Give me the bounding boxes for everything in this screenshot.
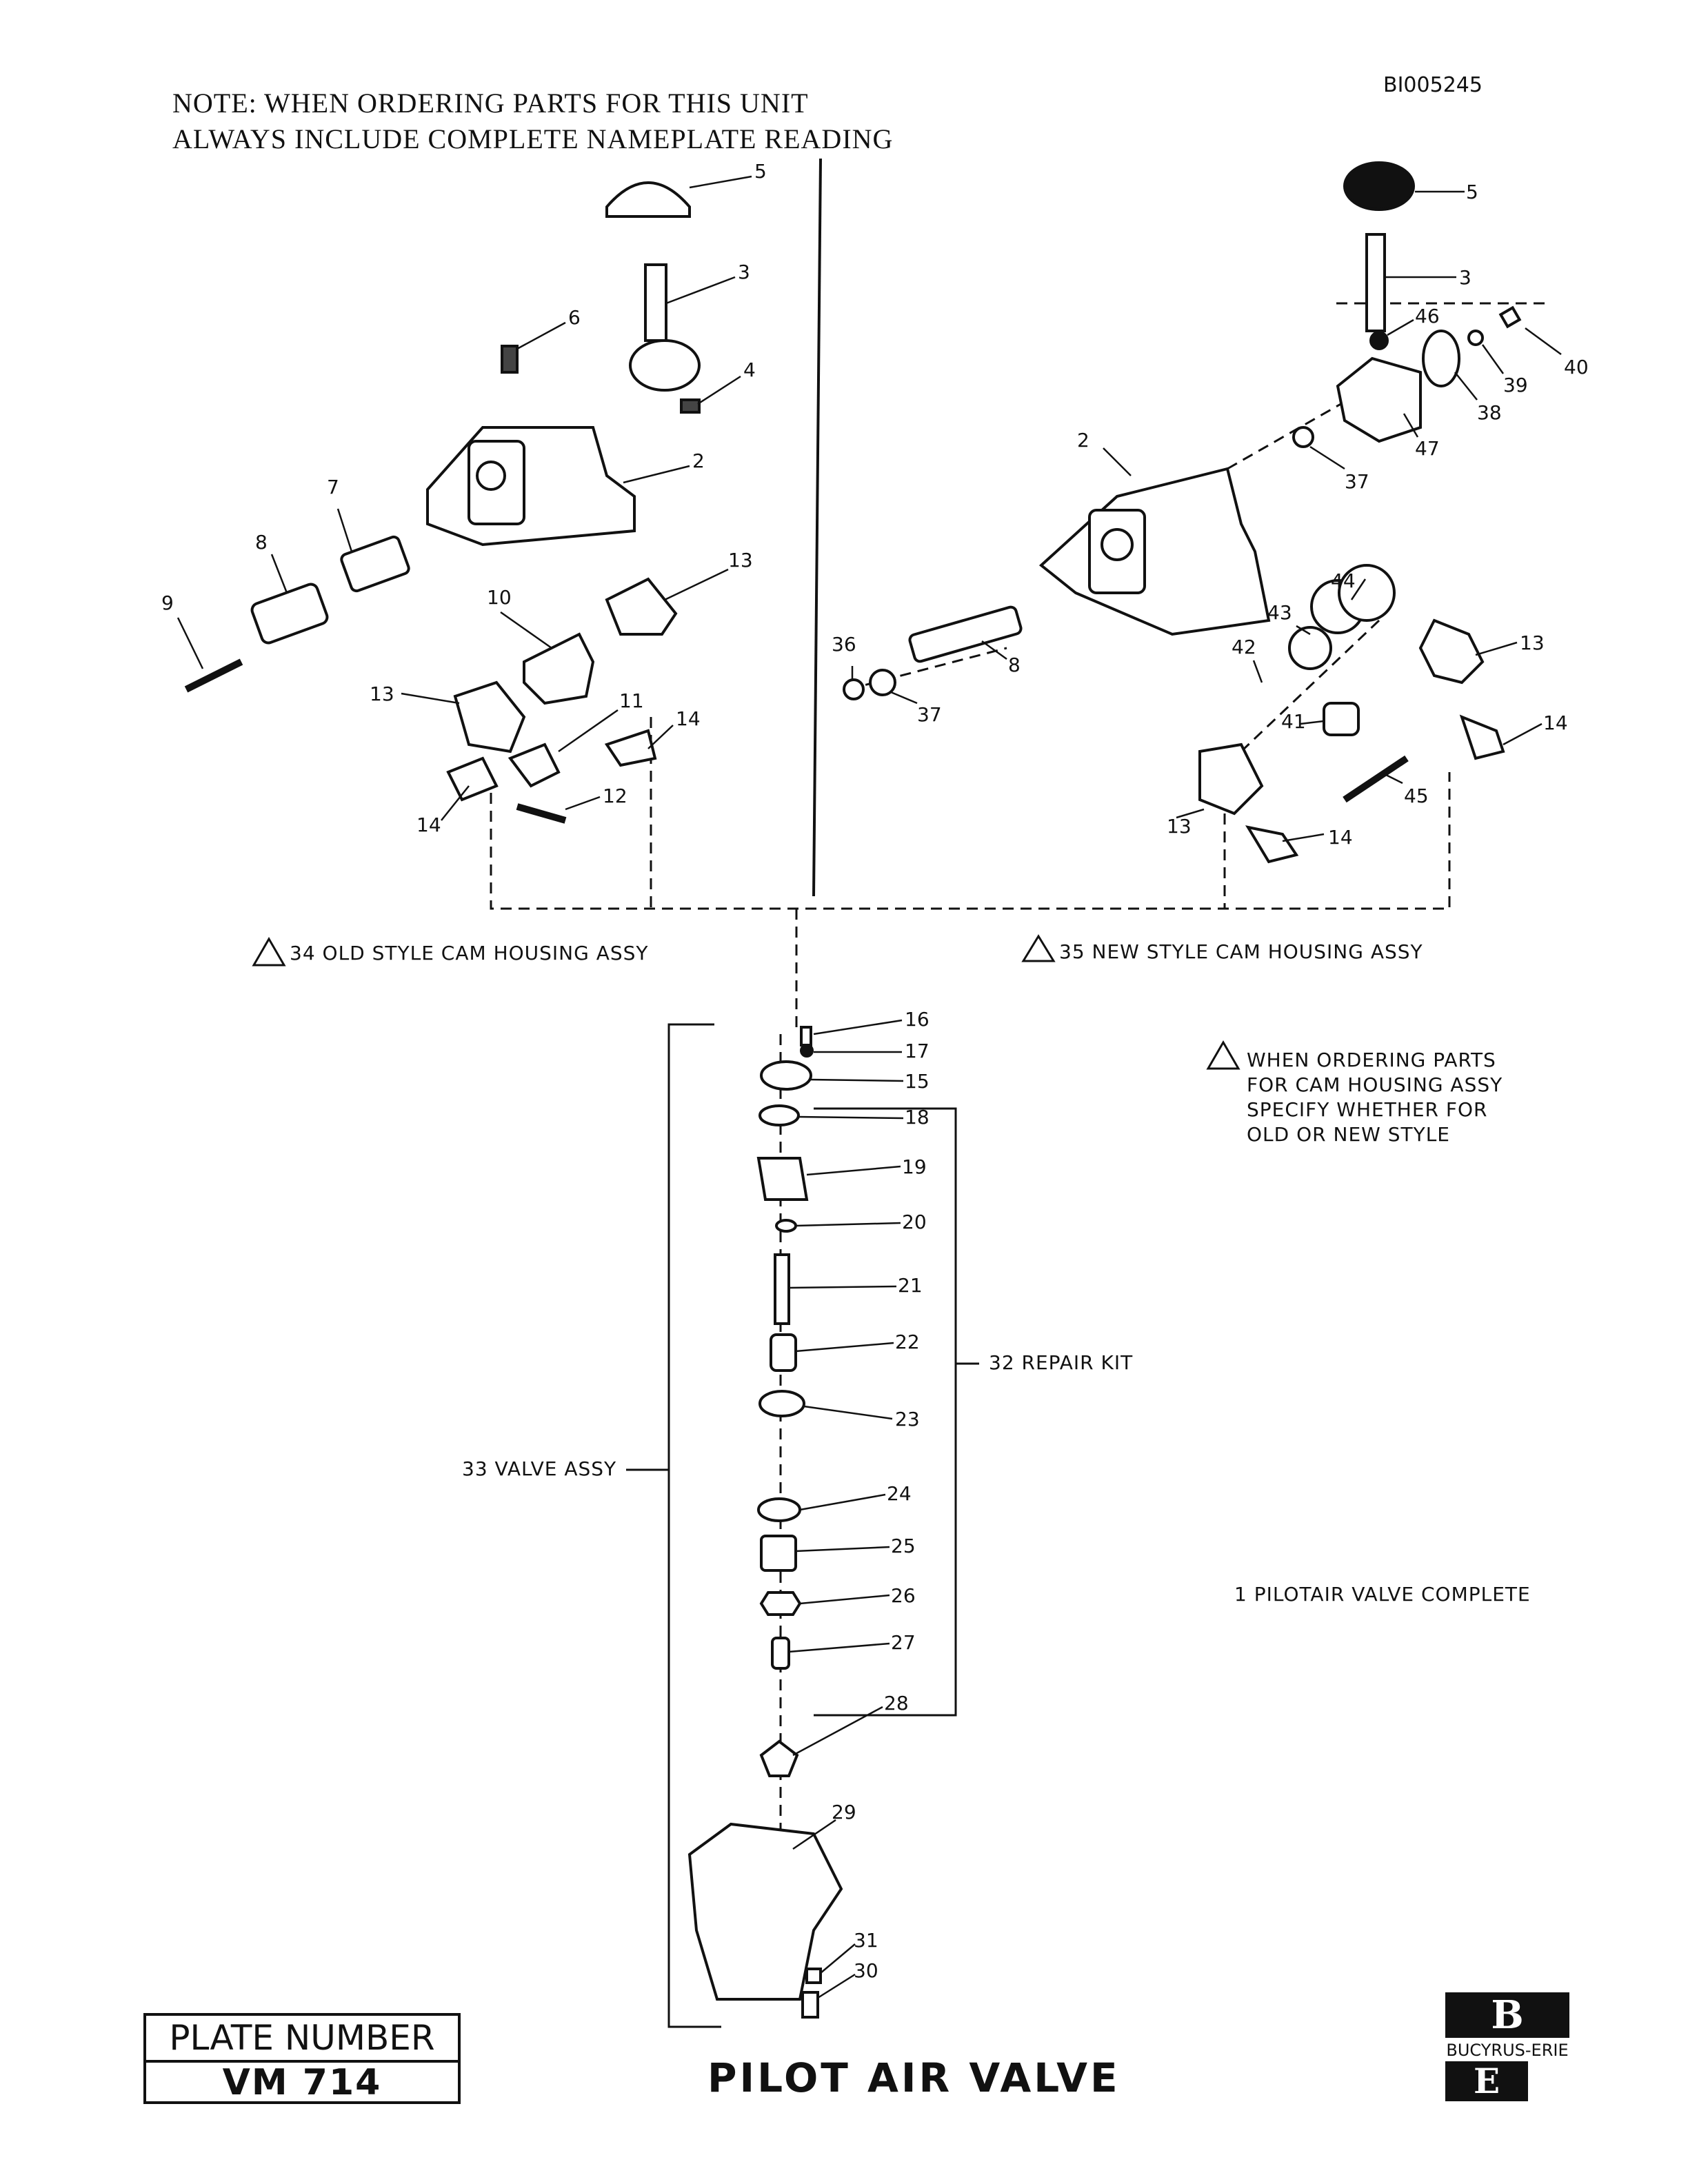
part-number-left-13: 13 <box>370 682 394 705</box>
part-number-left-5: 5 <box>754 160 767 183</box>
logo-letter-e: E <box>1445 2061 1528 2101</box>
part-number-right-39: 39 <box>1503 374 1528 396</box>
part-number-valve-15: 15 <box>905 1070 930 1093</box>
part-number-left-3: 3 <box>738 261 750 283</box>
part-number-valve-17: 17 <box>905 1040 930 1062</box>
page-title: PILOT AIR VALVE <box>707 2054 1121 2101</box>
part-number-right-14: 14 <box>1328 826 1353 849</box>
part-number-left-7: 7 <box>327 476 339 498</box>
part-number-right-13: 13 <box>1167 815 1192 838</box>
part-number-right-41: 41 <box>1281 710 1306 733</box>
part-number-valve-28: 28 <box>884 1692 909 1715</box>
part-number-valve-20: 20 <box>902 1211 927 1233</box>
repair-kit-label: 32 REPAIR KIT <box>989 1351 1134 1374</box>
part-number-right-13: 13 <box>1520 631 1545 654</box>
part-number-left-13: 13 <box>728 549 753 572</box>
part-number-right-2: 2 <box>1077 429 1089 452</box>
old-style-assy-label: 34 OLD STYLE CAM HOUSING ASSY <box>290 942 649 964</box>
plate-number-box: PLATE NUMBER VM 714 <box>143 2013 461 2104</box>
part-number-left-14: 14 <box>676 707 701 730</box>
part-number-right-40: 40 <box>1564 356 1589 378</box>
new-style-assy-label: 35 NEW STYLE CAM HOUSING ASSY <box>1059 940 1423 963</box>
part-number-valve-27: 27 <box>891 1631 916 1654</box>
part-number-right-38: 38 <box>1477 401 1502 424</box>
plate-number-value: VM 714 <box>222 2062 382 2103</box>
complete-valve-label: 1 PILOTAIR VALVE COMPLETE <box>1234 1583 1531 1606</box>
part-number-left-11: 11 <box>619 689 644 712</box>
part-number-valve-16: 16 <box>905 1008 930 1031</box>
part-number-left-9: 9 <box>161 592 174 614</box>
part-number-valve-23: 23 <box>895 1408 920 1430</box>
part-number-right-36: 36 <box>832 633 856 656</box>
part-number-right-37: 37 <box>1345 470 1369 493</box>
callout-line-2: FOR CAM HOUSING ASSY <box>1247 1073 1503 1096</box>
part-number-left-2: 2 <box>692 449 705 472</box>
document-id: BI005245 <box>1383 73 1483 97</box>
callout-line-1: WHEN ORDERING PARTS <box>1247 1049 1496 1071</box>
bucyrus-erie-logo: B BUCYRUS-ERIE E <box>1445 1992 1569 2103</box>
ordering-note: NOTE: WHEN ORDERING PARTS FOR THIS UNIT … <box>172 85 893 157</box>
part-number-right-45: 45 <box>1404 785 1429 807</box>
part-number-right-3: 3 <box>1459 266 1471 289</box>
part-number-right-43: 43 <box>1267 601 1292 624</box>
part-number-left-12: 12 <box>603 785 627 807</box>
logo-letter-b: B <box>1445 1992 1569 2038</box>
part-number-valve-24: 24 <box>887 1482 912 1505</box>
ordering-note-line-2: ALWAYS INCLUDE COMPLETE NAMEPLATE READIN… <box>172 123 894 154</box>
part-number-valve-22: 22 <box>895 1331 920 1353</box>
part-number-right-44: 44 <box>1331 569 1356 592</box>
part-number-valve-25: 25 <box>891 1535 916 1557</box>
part-number-left-8: 8 <box>255 531 268 554</box>
callout-line-3: SPECIFY WHETHER FOR <box>1247 1098 1488 1121</box>
part-number-right-37: 37 <box>917 703 942 726</box>
part-number-valve-21: 21 <box>898 1274 923 1297</box>
part-number-valve-18: 18 <box>905 1106 930 1129</box>
part-number-right-14: 14 <box>1543 711 1568 734</box>
part-number-left-6: 6 <box>568 306 581 329</box>
valve-assy-label: 33 VALVE ASSY <box>462 1457 617 1480</box>
part-number-right-5: 5 <box>1466 181 1478 203</box>
part-number-right-47: 47 <box>1415 437 1440 460</box>
part-number-valve-19: 19 <box>902 1155 927 1178</box>
logo-brand-name: BUCYRUS-ERIE <box>1446 2041 1569 2060</box>
part-number-valve-31: 31 <box>854 1929 878 1952</box>
callout-line-4: OLD OR NEW STYLE <box>1247 1123 1450 1146</box>
plate-number-label: PLATE NUMBER <box>146 2016 458 2063</box>
part-number-valve-30: 30 <box>854 1959 878 1982</box>
part-number-left-10: 10 <box>487 586 512 609</box>
part-number-left-14: 14 <box>416 813 441 836</box>
part-number-right-46: 46 <box>1415 305 1440 327</box>
part-number-right-8: 8 <box>1008 654 1021 676</box>
part-number-valve-29: 29 <box>832 1801 856 1823</box>
part-number-valve-26: 26 <box>891 1584 916 1607</box>
cam-housing-callout-note: WHEN ORDERING PARTS FOR CAM HOUSING ASSY… <box>1247 1048 1503 1147</box>
ordering-note-line-1: NOTE: WHEN ORDERING PARTS FOR THIS UNIT <box>172 88 809 119</box>
part-number-left-4: 4 <box>743 358 756 381</box>
part-number-right-42: 42 <box>1232 636 1256 658</box>
